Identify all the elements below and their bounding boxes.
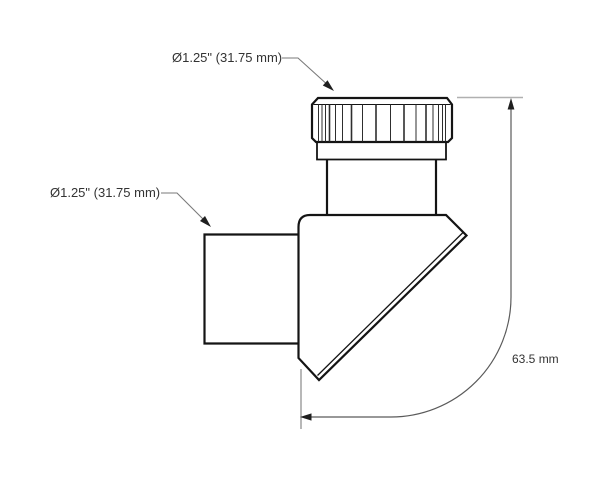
label-top-diameter: Ø1.25" (31.75 mm) — [172, 50, 282, 65]
nut-outline — [310, 96, 454, 144]
leader-line-left — [161, 192, 208, 224]
leader-arrowhead-left — [200, 216, 211, 227]
part-outline — [203, 96, 469, 382]
outlet-face-inner-line — [317, 232, 464, 376]
dimension-lines — [311, 109, 512, 418]
arrowhead-dimension-left — [300, 413, 312, 421]
nut-collar — [316, 142, 447, 161]
body-outline — [297, 213, 469, 382]
slip-nut — [310, 96, 454, 144]
leader-line-top — [282, 57, 331, 88]
arrowhead-dimension-up — [507, 98, 515, 110]
arrowheads — [200, 80, 515, 421]
annotation-labels: Ø1.25" (31.75 mm) Ø1.25" (31.75 mm) 63.5… — [50, 50, 559, 366]
nut-knurl-lines — [318, 104, 446, 142]
label-side-diameter: Ø1.25" (31.75 mm) — [50, 185, 160, 200]
extension-lines — [300, 96, 523, 429]
leader-arrowhead-top — [322, 80, 334, 91]
riser-pipe — [325, 159, 438, 215]
label-height-dimension: 63.5 mm — [512, 352, 559, 366]
dimension-curve — [311, 109, 512, 418]
inlet-pipe-outline — [203, 233, 298, 345]
leader-lines — [161, 57, 331, 224]
